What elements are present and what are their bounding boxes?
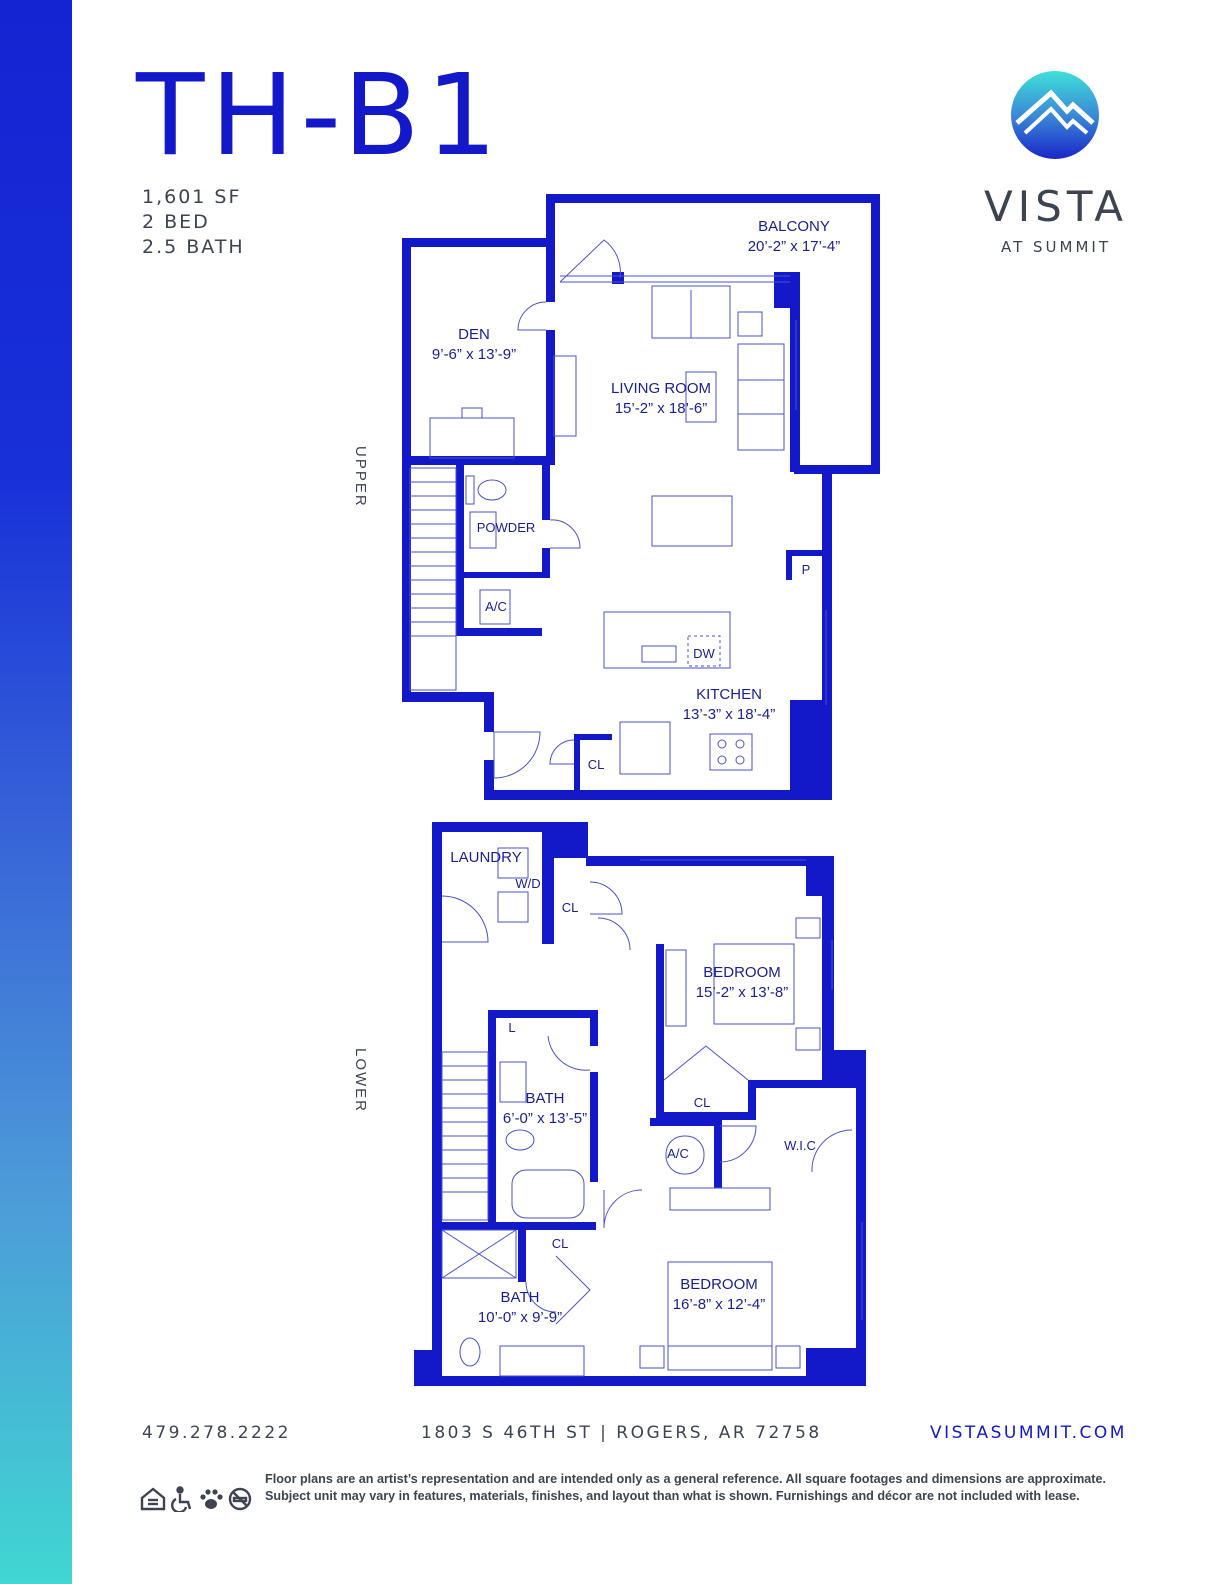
room-bath2-dim: 10’-0” x 9’-9”	[478, 1309, 562, 1326]
plan-walls	[402, 194, 880, 1386]
room-dw: DW	[693, 646, 715, 661]
room-linen: L	[508, 1020, 515, 1035]
room-balcony-name: BALCONY	[758, 218, 830, 235]
room-bath2-name: BATH	[501, 1289, 540, 1306]
room-wic: W.I.C	[784, 1138, 816, 1153]
footer-phone: 479.278.2222	[142, 1423, 291, 1443]
room-balcony-dim: 20’-2” x 17’-4”	[748, 238, 841, 255]
no-smoking-icon	[228, 1487, 252, 1511]
brand-name: VISTA	[984, 182, 1128, 231]
room-cl-bath2: CL	[552, 1236, 569, 1251]
room-ac-lower: A/C	[667, 1146, 689, 1161]
room-den-name: DEN	[458, 326, 490, 343]
plan-beds: 2 BED	[142, 211, 210, 233]
level-label-upper: UPPER	[352, 446, 369, 508]
room-bath1-name: BATH	[526, 1090, 565, 1107]
plan-fixtures	[409, 239, 863, 1377]
footer-disclaimer: Floor plans are an artist’s representati…	[265, 1472, 1107, 1503]
room-kitchen-name: KITCHEN	[696, 686, 762, 703]
pet-friendly-icon	[200, 1489, 223, 1509]
room-pantry: P	[802, 562, 811, 577]
floor-plan: UPPER LOWER BALCONY 20’-2” x 17’-4” DEN …	[352, 194, 880, 1386]
room-kitchen-dim: 13’-3” x 18’-4”	[683, 706, 776, 723]
brand-subtitle: AT SUMMIT	[1001, 238, 1111, 256]
room-cl-kitchen: CL	[588, 757, 605, 772]
mountain-logo-icon	[1011, 71, 1099, 159]
footer-website-link[interactable]: VISTASUMMIT.COM	[930, 1423, 1127, 1443]
level-label-lower: LOWER	[352, 1048, 369, 1113]
room-bedroom1-dim: 15’-2” x 13’-8”	[696, 984, 789, 1001]
footer-address: 1803 S 46TH ST | ROGERS, AR 72758	[421, 1423, 822, 1443]
room-bedroom2-dim: 16’-8” x 12’-4”	[673, 1296, 766, 1313]
room-bedroom2-name: BEDROOM	[680, 1276, 758, 1293]
room-bath1-dim: 6’-0” x 13’-5”	[503, 1110, 587, 1127]
room-powder-name: POWDER	[477, 520, 536, 535]
room-living-name: LIVING ROOM	[611, 380, 711, 397]
room-cl-bed1: CL	[694, 1095, 711, 1110]
equal-housing-icon	[140, 1487, 166, 1511]
plan-title: TH-B1	[136, 51, 504, 181]
room-bedroom1-name: BEDROOM	[703, 964, 781, 981]
sidebar-gradient-bar	[0, 0, 72, 1584]
footer-icons	[140, 1486, 260, 1514]
room-wd: W/D	[515, 876, 540, 891]
accessibility-icon	[171, 1486, 192, 1514]
room-cl-laundry: CL	[562, 900, 579, 915]
plan-baths: 2.5 BATH	[142, 236, 245, 258]
room-laundry-name: LAUNDRY	[450, 849, 521, 866]
room-ac-upper: A/C	[485, 599, 507, 614]
room-den-dim: 9’-6” x 13’-9”	[432, 346, 516, 363]
room-living-dim: 15’-2” x 18’-6”	[615, 400, 708, 417]
plan-sqft: 1,601 SF	[142, 186, 242, 208]
